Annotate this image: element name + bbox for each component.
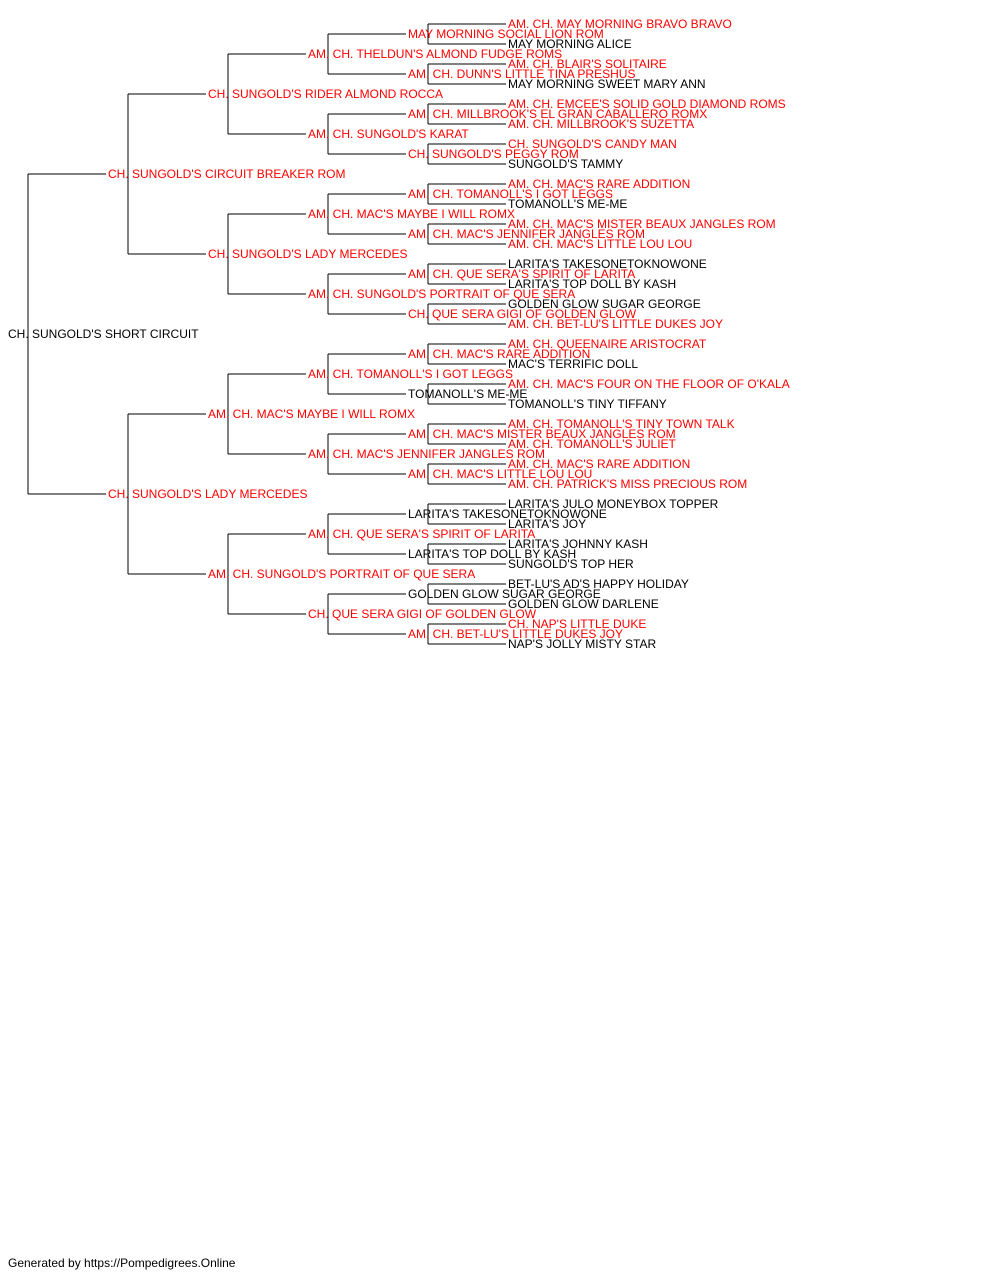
sire-label: AM. CH. QUE SERA'S SPIRIT OF LARITA <box>308 527 535 541</box>
dam-label: AM. CH. SUNGOLD'S PORTRAIT OF QUE SERA <box>308 287 575 301</box>
sire-label: BET-LU'S AD'S HAPPY HOLIDAY <box>508 577 689 591</box>
sire-label: GOLDEN GLOW SUGAR GEORGE <box>408 587 601 601</box>
dam-label: GOLDEN GLOW DARLENE <box>508 597 659 611</box>
dam-label: CH. QUE SERA GIGI OF GOLDEN GLOW <box>308 607 537 621</box>
sire-label: AM. CH. MILLBROOK'S EL GRAN CABALLERO RO… <box>408 107 707 121</box>
dam-label: AM. CH. MAC'S LITTLE LOU LOU <box>508 237 692 251</box>
ancestor-labels: CH. SUNGOLD'S SHORT CIRCUIT CH. SUNGOLD'S… <box>8 17 790 651</box>
sire-label: AM. CH. BLAIR'S SOLITAIRE <box>508 57 667 71</box>
sire-label: LARITA'S TAKESONETOKNOWONE <box>508 257 707 271</box>
dam-label: AM. CH. MAC'S JENNIFER JANGLES ROM <box>308 447 545 461</box>
sire-label: AM. CH. QUEENAIRE ARISTOCRAT <box>508 337 707 351</box>
connector-lines <box>27 23 506 645</box>
dam-label: AM. CH. SUNGOLD'S KARAT <box>308 127 469 141</box>
dam-label: CH. SUNGOLD'S LADY MERCEDES <box>208 247 407 261</box>
dam-label: TOMANOLL'S ME-ME <box>508 197 627 211</box>
dam-label: CH. SUNGOLD'S LADY MERCEDES <box>108 487 307 501</box>
dam-label: SUNGOLD'S TAMMY <box>508 157 623 171</box>
dam-label: MAY MORNING ALICE <box>508 37 632 51</box>
dam-label: CH. SUNGOLD'S PEGGY ROM <box>408 147 579 161</box>
sire-label: AM. CH. MAC'S MAYBE I WILL ROMX <box>208 407 415 421</box>
sire-label: LARITA'S JOHNNY KASH <box>508 537 648 551</box>
sire-label: MAY MORNING SOCIAL LION ROM <box>408 27 604 41</box>
dam-label: AM. CH. BET-LU'S LITTLE DUKES JOY <box>508 317 723 331</box>
sire-label: CH. SUNGOLD'S CANDY MAN <box>508 137 677 151</box>
dam-label: AM. CH. DUNN'S LITTLE TINA PRESHUS <box>408 67 635 81</box>
sire-label: AM. CH. TOMANOLL'S TINY TOWN TALK <box>508 417 735 431</box>
dam-label: MAC'S TERRIFIC DOLL <box>508 357 638 371</box>
sire-label: AM. CH. TOMANOLL'S I GOT LEGGS <box>408 187 613 201</box>
dam-label: AM. CH. BET-LU'S LITTLE DUKES JOY <box>408 627 623 641</box>
dam-label: LARITA'S TOP DOLL BY KASH <box>408 547 576 561</box>
dam-label: AM. CH. TOMANOLL'S JULIET <box>508 437 677 451</box>
sire-label: AM. CH. MAC'S FOUR ON THE FLOOR OF O'KAL… <box>508 377 790 391</box>
sire-label: AM. CH. MAC'S MISTER BEAUX JANGLES ROM <box>508 217 776 231</box>
dam-label: AM. CH. MAC'S JENNIFER JANGLES ROM <box>408 227 645 241</box>
dam-label: SUNGOLD'S TOP HER <box>508 557 634 571</box>
dam-label: NAP'S JOLLY MISTY STAR <box>508 637 656 651</box>
dam-label: TOMANOLL'S ME-ME <box>408 387 527 401</box>
sire-label: AM. CH. MAC'S RARE ADDITION <box>408 347 590 361</box>
sire-label: LARITA'S JULO MONEYBOX TOPPER <box>508 497 719 511</box>
sire-label: CH. SUNGOLD'S RIDER ALMOND ROCCA <box>208 87 443 101</box>
sire-label: AM. CH. THELDUN'S ALMOND FUDGE ROMS <box>308 47 562 61</box>
sire-label: AM. CH. MAC'S RARE ADDITION <box>508 457 690 471</box>
sire-label: GOLDEN GLOW SUGAR GEORGE <box>508 297 701 311</box>
sire-label: LARITA'S TAKESONETOKNOWONE <box>408 507 607 521</box>
dam-label: CH. QUE SERA GIGI OF GOLDEN GLOW <box>408 307 637 321</box>
sire-label: CH. NAP'S LITTLE DUKE <box>508 617 646 631</box>
sire-label: AM. CH. MAC'S RARE ADDITION <box>508 177 690 191</box>
sire-label: CH. SUNGOLD'S CIRCUIT BREAKER ROM <box>108 167 345 181</box>
sire-label: AM. CH. MAC'S MISTER BEAUX JANGLES ROM <box>408 427 676 441</box>
dam-label: AM. CH. MILLBROOK'S SUZETTA <box>508 117 694 131</box>
sire-label: AM. CH. MAY MORNING BRAVO BRAVO <box>508 17 732 31</box>
dam-label: AM. CH. PATRICK'S MISS PRECIOUS ROM <box>508 477 747 491</box>
dam-label: LARITA'S TOP DOLL BY KASH <box>508 277 676 291</box>
subject-dog-label: CH. SUNGOLD'S SHORT CIRCUIT <box>8 327 199 341</box>
dam-label: AM. CH. MAC'S LITTLE LOU LOU <box>408 467 592 481</box>
dam-label: AM. CH. SUNGOLD'S PORTRAIT OF QUE SERA <box>208 567 475 581</box>
sire-label: AM. CH. MAC'S MAYBE I WILL ROMX <box>308 207 515 221</box>
sire-label: AM. CH. TOMANOLL'S I GOT LEGGS <box>308 367 513 381</box>
dam-label: MAY MORNING SWEET MARY ANN <box>508 77 706 91</box>
dam-label: LARITA'S JOY <box>508 517 586 531</box>
sire-label: AM. CH. QUE SERA'S SPIRIT OF LARITA <box>408 267 635 281</box>
footer-credit: Generated by https://Pompedigrees.Online <box>8 1256 236 1270</box>
dam-label: TOMANOLL'S TINY TIFFANY <box>508 397 667 411</box>
sire-label: AM. CH. EMCEE'S SOLID GOLD DIAMOND ROMS <box>508 97 786 111</box>
